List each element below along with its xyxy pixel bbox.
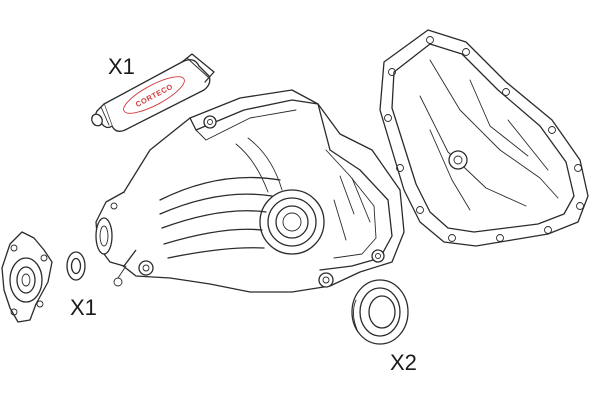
callout-seal-qty: X2	[390, 350, 417, 375]
callout-sealant-qty: X1	[108, 54, 135, 79]
differential-housing	[95, 89, 405, 293]
drive-flange	[1, 231, 53, 323]
sealant-tube: CORTECO	[91, 53, 215, 132]
rear-cover	[379, 29, 589, 247]
shaft-seal	[351, 279, 409, 345]
washer	[66, 251, 86, 281]
callout-washer-qty: X1	[70, 295, 97, 320]
